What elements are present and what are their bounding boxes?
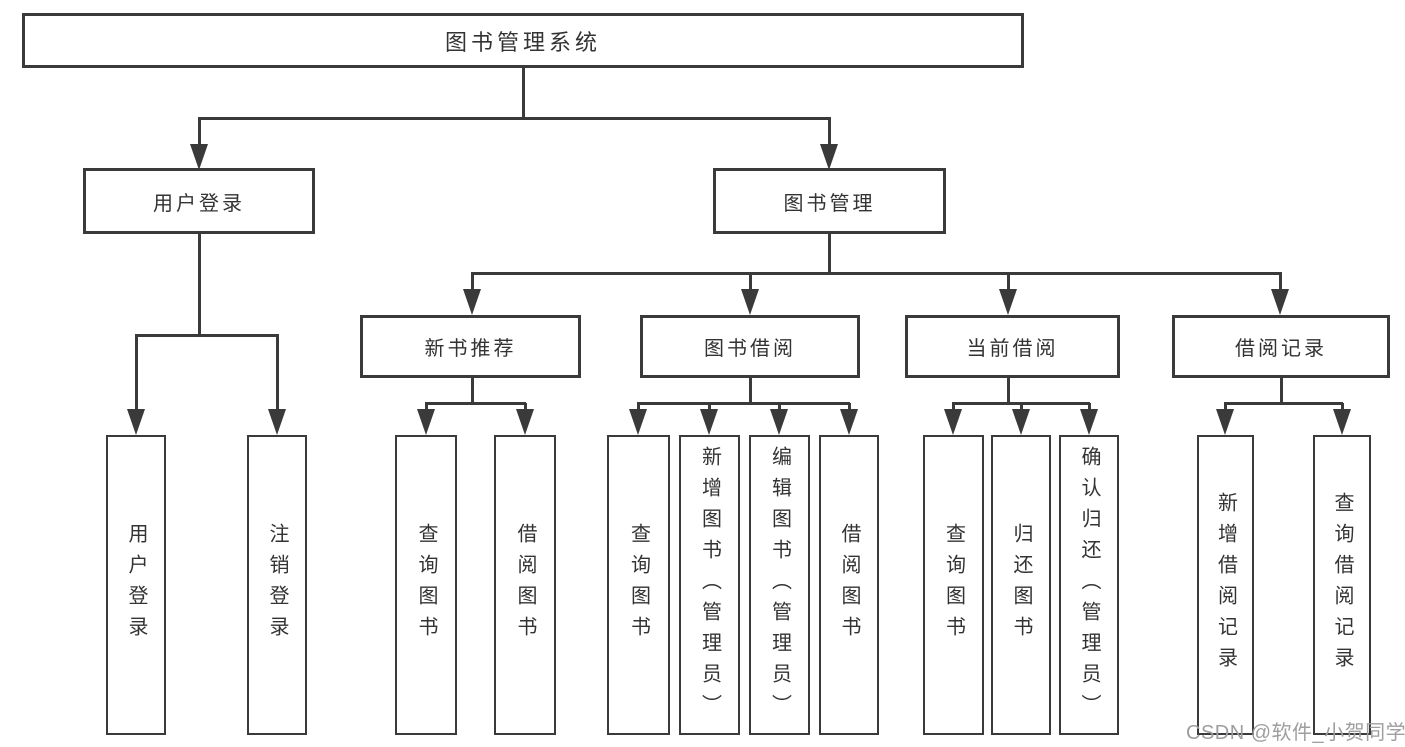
connector-stem <box>1006 378 1010 403</box>
connector-level1-hline <box>197 116 831 120</box>
leaf-label: 归还图书 <box>1010 523 1032 647</box>
arrow-down-icon <box>820 144 838 170</box>
connector-level2-hline <box>470 271 1282 275</box>
leaf-label: 借阅图书 <box>514 523 536 647</box>
arrow-down-icon <box>463 289 481 315</box>
node-book-management: 图书管理 <box>713 168 946 234</box>
leaf-label: 查询借阅记录 <box>1331 492 1353 678</box>
leaf-label: 查询图书 <box>942 523 965 647</box>
arrow-down-icon <box>127 409 145 435</box>
arrow-down-icon <box>840 409 858 435</box>
leaf-label: 编辑图书（管理员） <box>768 445 791 725</box>
leaf-query-books-borrowing: 查询图书 <box>607 435 670 735</box>
arrow-down-icon <box>1012 409 1030 435</box>
arrow-down-icon <box>1271 289 1289 315</box>
arrow-down-icon <box>1080 409 1098 435</box>
leaf-edit-book-admin: 编辑图书（管理员） <box>749 435 810 735</box>
csdn-watermark: CSDN @软件_小贺同学 <box>1186 722 1405 744</box>
node-library-management-system: 图书管理系统 <box>22 13 1024 68</box>
leaf-query-borrow-record: 查询借阅记录 <box>1313 435 1371 735</box>
arrow-down-icon <box>700 409 718 435</box>
arrow-down-icon <box>190 144 208 170</box>
leaf-label: 确认归还（管理员） <box>1078 445 1100 725</box>
leaf-add-book-admin: 新增图书（管理员） <box>679 435 740 735</box>
node-current-borrowing: 当前借阅 <box>905 315 1120 378</box>
connector-arrow-line <box>827 118 831 148</box>
arrow-down-icon <box>770 409 788 435</box>
leaf-label: 查询图书 <box>415 523 437 647</box>
leaf-query-books-recommend: 查询图书 <box>395 435 457 735</box>
connector-stem <box>748 378 752 403</box>
arrow-down-icon <box>516 409 534 435</box>
leaf-label: 新增借阅记录 <box>1214 492 1237 678</box>
node-label: 图书借阅 <box>704 338 796 360</box>
arrow-down-icon <box>1333 409 1351 435</box>
arrow-down-icon <box>629 409 647 435</box>
arrow-down-icon <box>268 409 286 435</box>
leaf-label: 新增图书（管理员） <box>698 445 721 725</box>
connector-arrow-line <box>134 335 138 413</box>
connector-user-login-stem <box>197 234 201 335</box>
arrow-down-icon <box>1216 409 1234 435</box>
connector-stem <box>1279 378 1283 403</box>
node-label: 图书管理系统 <box>444 29 601 55</box>
connector-arrow-line <box>470 273 474 293</box>
leaf-label: 借阅图书 <box>838 523 860 647</box>
arrow-down-icon <box>944 409 962 435</box>
arrow-down-icon <box>741 289 759 315</box>
connector-root-stem <box>521 68 525 118</box>
connector-hline <box>636 401 850 405</box>
leaf-return-book: 归还图书 <box>991 435 1051 735</box>
connector-arrow-line <box>1006 273 1010 293</box>
leaf-label: 注销登录 <box>266 523 288 647</box>
node-label: 借阅记录 <box>1235 338 1327 360</box>
leaf-borrow-books-recommend: 借阅图书 <box>494 435 556 735</box>
connector-arrow-line <box>748 273 752 293</box>
node-label: 当前借阅 <box>966 338 1059 360</box>
connector-arrow-line <box>197 118 201 148</box>
connector-hline <box>424 401 526 405</box>
leaf-add-borrow-record: 新增借阅记录 <box>1197 435 1254 735</box>
connector-user-login-hline <box>134 333 279 337</box>
connector-arrow-line <box>1278 273 1282 293</box>
leaf-label: 用户登录 <box>125 523 147 647</box>
arrow-down-icon <box>999 289 1017 315</box>
node-new-book-recommendation: 新书推荐 <box>360 315 581 378</box>
leaf-query-books-current: 查询图书 <box>923 435 984 735</box>
leaf-label: 查询图书 <box>627 523 650 647</box>
node-borrowing-records: 借阅记录 <box>1172 315 1390 378</box>
arrow-down-icon <box>417 409 435 435</box>
node-label: 图书管理 <box>783 192 876 215</box>
leaf-logout: 注销登录 <box>247 435 307 735</box>
connector-arrow-line <box>275 335 279 413</box>
node-label: 新书推荐 <box>424 338 517 360</box>
node-user-login: 用户登录 <box>83 168 315 234</box>
connector-hline <box>1223 401 1343 405</box>
leaf-user-login: 用户登录 <box>106 435 166 735</box>
connector-book-mgmt-stem <box>827 234 831 273</box>
leaf-borrow-books-borrowing: 借阅图书 <box>819 435 879 735</box>
node-label: 用户登录 <box>153 192 245 215</box>
leaf-confirm-return-admin: 确认归还（管理员） <box>1059 435 1119 735</box>
connector-stem <box>470 378 474 403</box>
node-book-borrowing: 图书借阅 <box>640 315 860 378</box>
